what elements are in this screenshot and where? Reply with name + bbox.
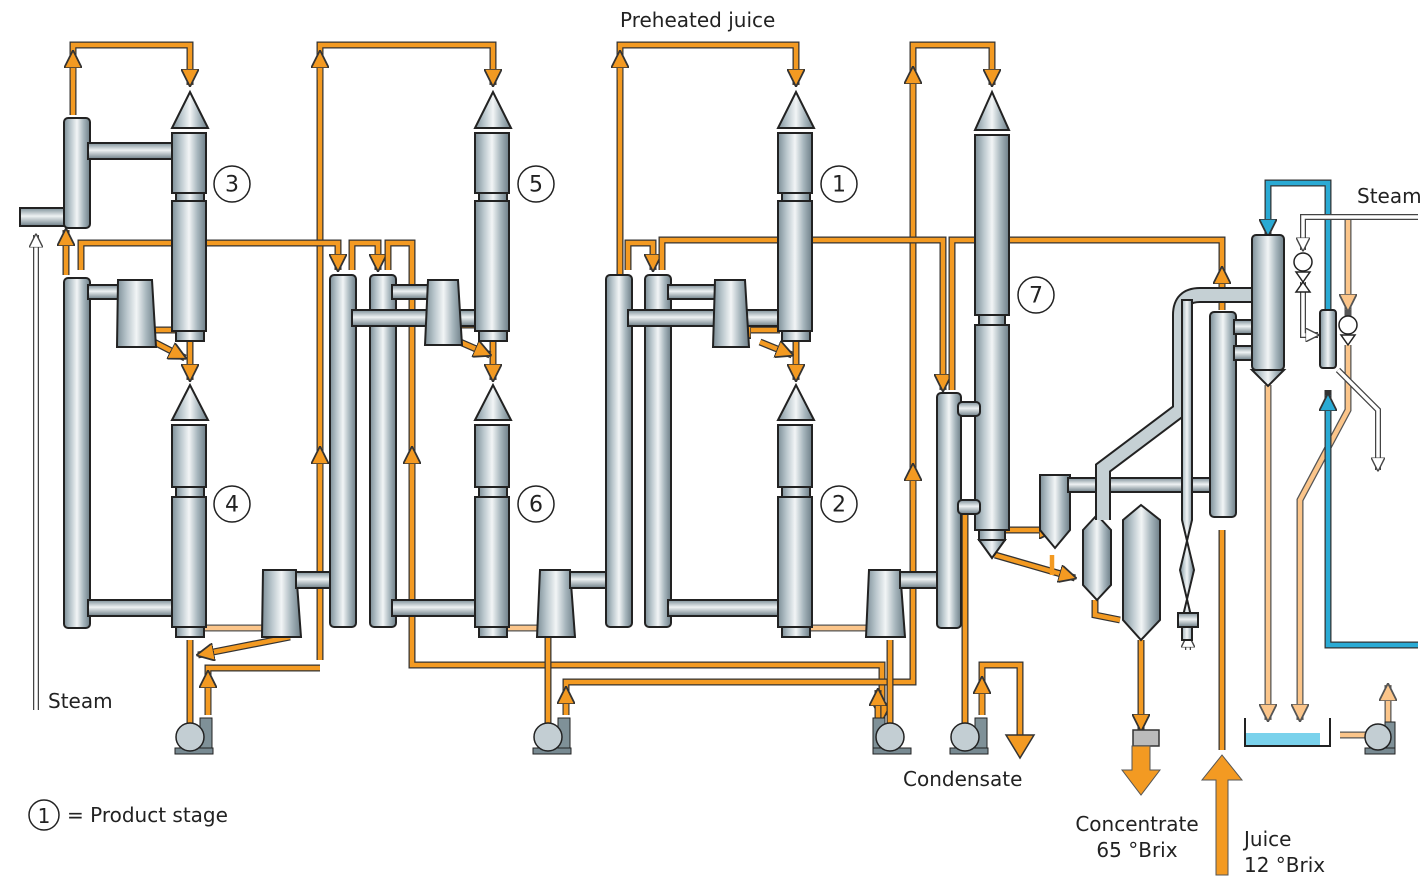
stage-markers: 3 4 5 6 1 2 7 <box>213 165 1055 523</box>
steam-lines-right <box>1188 214 1418 650</box>
stage-marker-4: 4 <box>213 485 251 523</box>
cooling-water-lines <box>1268 179 1418 649</box>
svg-text:2: 2 <box>832 493 846 518</box>
svg-text:7: 7 <box>1029 284 1043 309</box>
stage-marker-1: 1 <box>820 165 858 203</box>
stage-marker-6: 6 <box>517 485 555 523</box>
stage-marker-2: 2 <box>820 485 858 523</box>
pump-3 <box>872 717 912 755</box>
pump-5 <box>1364 721 1396 755</box>
pump-1 <box>174 717 214 755</box>
label-juice-brix: 12 °Brix <box>1244 853 1325 877</box>
svg-text:3: 3 <box>225 173 239 198</box>
equipment <box>19 89 1396 755</box>
svg-text:4: 4 <box>225 493 239 518</box>
label-concentrate: Concentrate <box>1075 812 1198 836</box>
legend-symbol-number: 1 <box>38 804 51 828</box>
stage-marker-5: 5 <box>517 165 555 203</box>
svg-text:1: 1 <box>832 173 846 198</box>
stage-marker-7: 7 <box>1017 276 1055 314</box>
pump-4 <box>949 717 989 755</box>
label-condensate: Condensate <box>903 767 1022 791</box>
pump-2 <box>532 717 572 755</box>
svg-text:5: 5 <box>529 173 543 198</box>
label-steam-right: Steam <box>1357 184 1422 208</box>
product-flow-lines <box>66 41 1244 876</box>
legend-stage-symbol <box>28 799 60 831</box>
stage-marker-3: 3 <box>213 165 251 203</box>
label-steam-left: Steam <box>48 689 113 713</box>
label-juice: Juice <box>1242 827 1291 851</box>
svg-text:6: 6 <box>529 493 543 518</box>
legend-text: = Product stage <box>67 803 228 827</box>
label-concentrate-brix: 65 °Brix <box>1096 838 1177 862</box>
label-preheated-juice: Preheated juice <box>620 8 775 32</box>
legend: 1 = Product stage <box>28 799 228 831</box>
